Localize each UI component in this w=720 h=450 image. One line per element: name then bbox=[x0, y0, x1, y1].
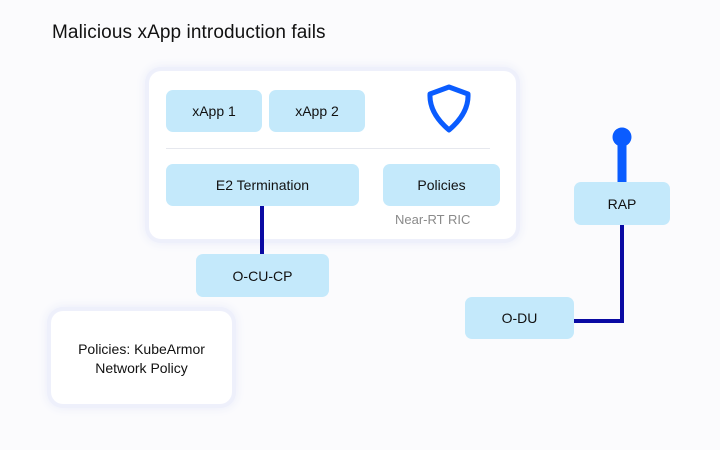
odu-node: O-DU bbox=[465, 297, 574, 339]
antenna-icon bbox=[612, 127, 632, 183]
near-rt-ric-label: Near-RT RIC bbox=[395, 212, 471, 227]
rap-odu-connector-horizontal bbox=[574, 319, 624, 323]
ric-divider bbox=[166, 148, 490, 149]
shield-icon bbox=[427, 84, 471, 133]
policy-line-1: Policies: KubeArmor bbox=[78, 341, 205, 357]
rap-node: RAP bbox=[574, 182, 670, 225]
xapp-1-node: xApp 1 bbox=[166, 90, 262, 132]
policy-line-2: Network Policy bbox=[95, 360, 188, 376]
e2-ocucp-connector bbox=[260, 206, 264, 254]
kubearmor-policy-panel bbox=[51, 311, 232, 404]
e2-termination-node: E2 Termination bbox=[166, 164, 359, 206]
ocucp-node: O-CU-CP bbox=[196, 254, 329, 297]
kubearmor-policy-text: Policies: KubeArmor Network Policy bbox=[51, 340, 232, 378]
page-title: Malicious xApp introduction fails bbox=[52, 22, 326, 43]
policies-node: Policies bbox=[383, 164, 500, 206]
rap-odu-connector-vertical bbox=[620, 225, 624, 323]
xapp-2-node: xApp 2 bbox=[269, 90, 365, 132]
